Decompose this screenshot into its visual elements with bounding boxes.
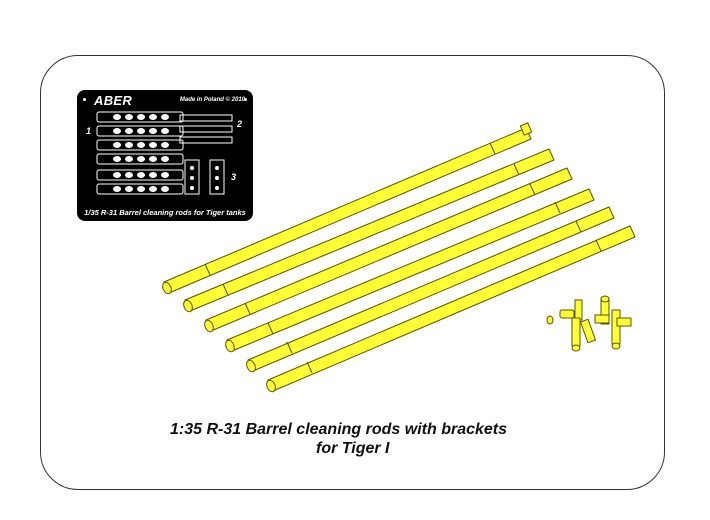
rod-joints bbox=[204, 142, 602, 374]
sheet-dot bbox=[83, 98, 86, 101]
part-number-2: 2 bbox=[237, 119, 243, 129]
part-number-1: 1 bbox=[86, 126, 92, 136]
caption-line-2: for Tiger I bbox=[316, 440, 390, 457]
etched-parts-drawing bbox=[96, 111, 233, 195]
cleaning-rod-5 bbox=[246, 206, 615, 373]
bracket-strip-group-lower bbox=[96, 169, 184, 195]
rod-brackets bbox=[546, 295, 632, 352]
caption-line-1: 1:35 R-31 Barrel cleaning rods with brac… bbox=[170, 421, 508, 438]
photo-etch-sheet: ABER Made in Poland © 2010 1 2 3 bbox=[77, 90, 253, 221]
cleaning-rod-1 bbox=[162, 122, 533, 295]
made-in-label: Made in Poland © 2010 bbox=[179, 97, 245, 103]
sheet-title: 1/35 R-31 Barrel cleaning rods for Tiger… bbox=[84, 208, 246, 217]
part-number-3: 3 bbox=[231, 172, 237, 182]
sheet-dot bbox=[244, 98, 247, 101]
aber-logo: ABER bbox=[94, 93, 133, 108]
cleaning-rod-6 bbox=[266, 225, 636, 393]
bar-parts bbox=[179, 114, 233, 144]
clip-parts bbox=[184, 159, 225, 195]
cleaning-rod-2 bbox=[183, 148, 555, 313]
bracket-strip-group-upper bbox=[96, 111, 184, 165]
clip-holes bbox=[190, 166, 219, 190]
chain-links bbox=[113, 114, 169, 192]
cleaning-rod-4 bbox=[225, 188, 595, 353]
cleaning-rod-3 bbox=[204, 167, 573, 333]
rounded-frame bbox=[40, 55, 665, 490]
